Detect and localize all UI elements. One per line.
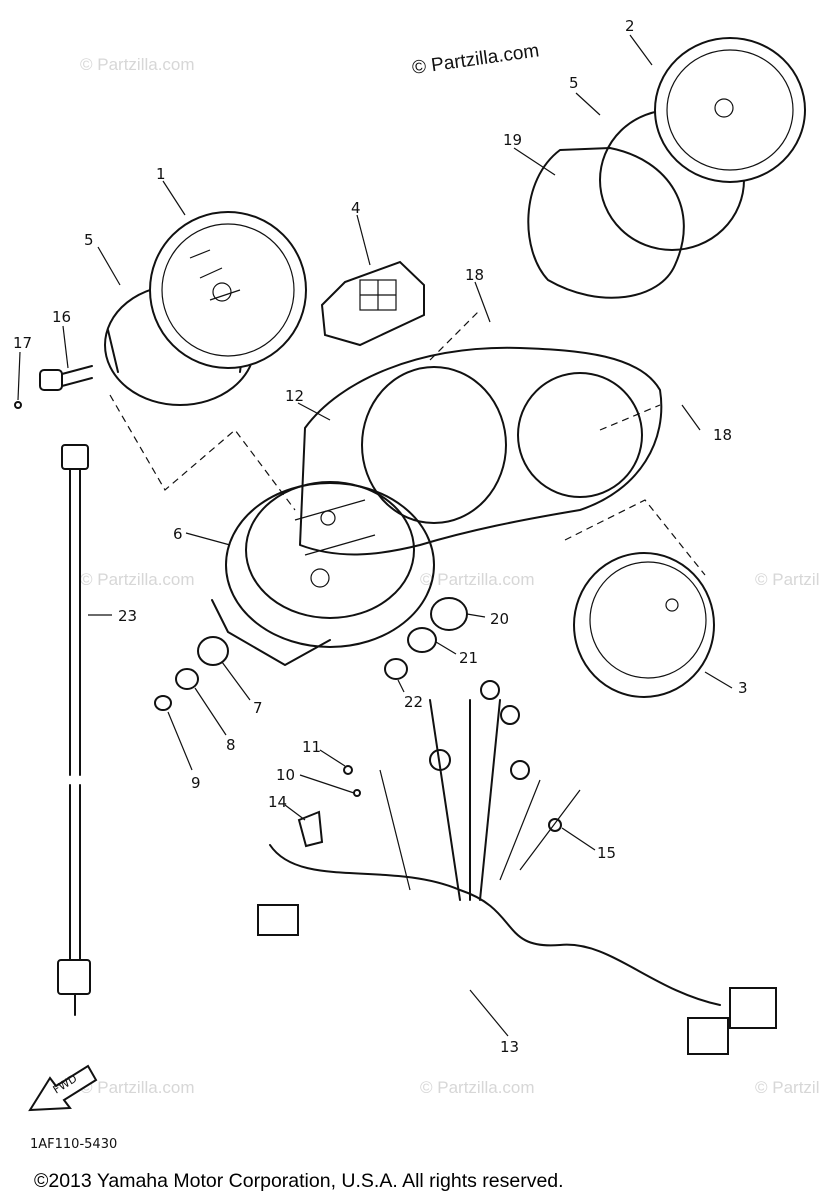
callout-8: 8 [226,736,236,754]
callout-23: 23 [118,607,137,625]
callout-3: 3 [738,679,748,697]
callout-18b: 18 [713,426,732,444]
watermark-top: © Partzilla.com [411,40,541,79]
callout-labels: 1 2 3 4 5 5 6 7 8 9 10 11 12 13 14 15 16… [13,17,748,1056]
callout-12: 12 [285,387,304,405]
assembly-lines [109,309,706,576]
watermark: © Partzilla.com [420,1078,535,1097]
watermark: © Partzilla.com [80,55,195,74]
callout-6: 6 [173,525,183,543]
speedometer-cable-23 [57,444,91,1016]
copyright-notice: ©2013 Yamaha Motor Corporation, U.S.A. A… [34,1170,564,1192]
housing-19 [527,147,685,299]
diagram-code: 1AF110-5430 [30,1137,117,1152]
callout-18a: 18 [465,266,484,284]
callout-4: 4 [351,199,361,217]
callout-21: 21 [459,649,478,667]
callout-17: 17 [13,334,32,352]
fwd-arrow: FWD [28,1064,98,1112]
meter-case-6 [211,481,435,666]
meter-panel-12 [299,346,663,556]
callout-15: 15 [597,844,616,862]
watermark-group: © Partzilla.com © Partzilla.com © Partzi… [80,55,820,1097]
watermark: © Partzilla.com [755,570,820,589]
small-parts [297,765,562,848]
callout-7: 7 [253,699,263,717]
callout-9: 9 [191,774,201,792]
callout-5b: 5 [569,74,579,92]
watermark: © Partzilla.com [755,1078,820,1097]
callout-1: 1 [156,165,166,183]
callout-20: 20 [490,610,509,628]
callout-10: 10 [276,766,295,784]
callout-16: 16 [52,308,71,326]
aux-gauge-3 [573,552,715,698]
tachometer-gauge [527,37,806,299]
callout-11: 11 [302,738,321,756]
indicator-block-4 [320,260,425,347]
callout-13: 13 [500,1038,519,1056]
grommets [154,597,468,711]
callout-19: 19 [503,131,522,149]
gauge-body-2 [654,37,806,183]
wire-harness-13 [257,680,777,1055]
callout-5a: 5 [84,231,94,249]
watermark: © Partzilla.com [420,570,535,589]
callout-22: 22 [404,693,423,711]
gauge-body-1 [149,211,307,369]
trip-knob-16 [14,365,93,409]
watermark: © Partzilla.com [80,570,195,589]
leader-lines [17,34,733,1037]
callout-2: 2 [625,17,635,35]
watermark: © Partzilla.com [80,1078,195,1097]
callout-14: 14 [268,793,287,811]
speedometer-gauge [104,211,307,406]
